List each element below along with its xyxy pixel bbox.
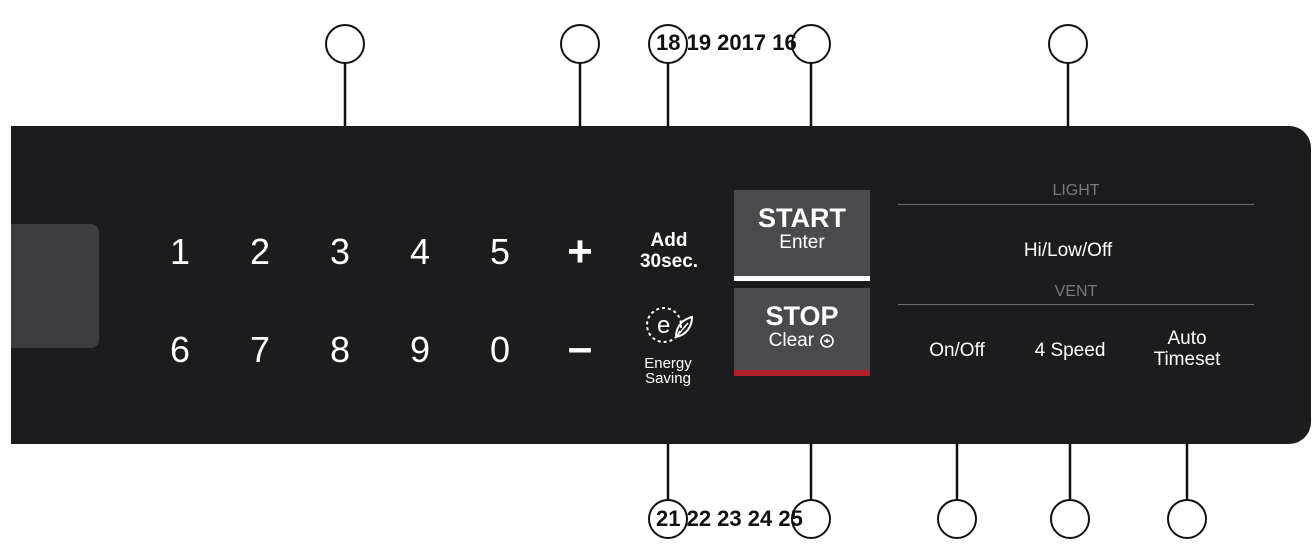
- callout-number-top: 18 19 2017 16: [656, 30, 797, 55]
- key-8[interactable]: 8: [329, 329, 351, 370]
- callout-circle-keypad: [325, 24, 365, 64]
- key-2[interactable]: 2: [249, 231, 271, 272]
- energy-saving-leaf-icon[interactable]: e: [640, 303, 694, 349]
- display-window: [11, 224, 99, 348]
- add-30sec-button[interactable]: Add 30sec.: [628, 230, 710, 272]
- timeset-label: Timeset: [1153, 349, 1221, 370]
- light-section-label: LIGHT: [1052, 182, 1100, 199]
- auto-label: Auto: [1167, 328, 1207, 349]
- vent-divider: [898, 304, 1254, 305]
- energy-label-line2: Saving: [645, 370, 691, 387]
- callout-circle-light: [1048, 24, 1088, 64]
- callout-circle-25: [791, 499, 831, 539]
- key-4[interactable]: 4: [409, 231, 431, 272]
- light-divider: [898, 204, 1254, 205]
- callout-number-bottom: 21 22 23 24 25: [656, 506, 803, 531]
- vent-auto-timeset-button[interactable]: Auto Timeset: [1137, 328, 1237, 370]
- stop-label: STOP: [765, 301, 839, 331]
- minus-key[interactable]: –: [567, 323, 593, 372]
- key-5[interactable]: 5: [489, 231, 511, 272]
- vent-4-speed-button[interactable]: 4 Speed: [1034, 340, 1106, 361]
- key-6[interactable]: 6: [169, 329, 191, 370]
- key-1[interactable]: 1: [169, 231, 191, 272]
- add-30sec-label-line2: 30sec.: [639, 251, 699, 272]
- svg-text:e: e: [657, 312, 670, 339]
- key-3[interactable]: 3: [329, 231, 351, 272]
- callout-circle-speed: [1050, 499, 1090, 539]
- energy-saving-label: Energy Saving: [630, 356, 706, 386]
- start-label: START: [758, 203, 846, 233]
- callout-circle-16: [791, 24, 831, 64]
- stop-clear-button[interactable]: STOP Clear: [734, 288, 870, 376]
- light-hi-low-off-button[interactable]: Hi/Low/Off: [1023, 240, 1113, 261]
- clear-label: Clear: [768, 330, 815, 351]
- start-enter-button[interactable]: START Enter: [734, 190, 870, 281]
- lock-icon: [820, 334, 835, 348]
- vent-on-off-button[interactable]: On/Off: [929, 340, 985, 361]
- energy-label-line1: Energy: [644, 355, 692, 372]
- key-9[interactable]: 9: [409, 329, 431, 370]
- plus-key[interactable]: +: [567, 227, 593, 276]
- key-7[interactable]: 7: [249, 329, 271, 370]
- callout-circle-on-off: [937, 499, 977, 539]
- vent-section-label: VENT: [1054, 283, 1098, 300]
- callout-circle-timeset: [1167, 499, 1207, 539]
- key-0[interactable]: 0: [489, 329, 511, 370]
- callout-circle-18: [648, 24, 688, 64]
- callout-circle-plus-minus: [560, 24, 600, 64]
- enter-label: Enter: [779, 232, 825, 253]
- control-panel: [11, 126, 1311, 444]
- clear-label-row: Clear: [734, 330, 870, 352]
- add-30sec-label-line1: Add: [650, 230, 688, 251]
- callout-circle-21: [648, 499, 688, 539]
